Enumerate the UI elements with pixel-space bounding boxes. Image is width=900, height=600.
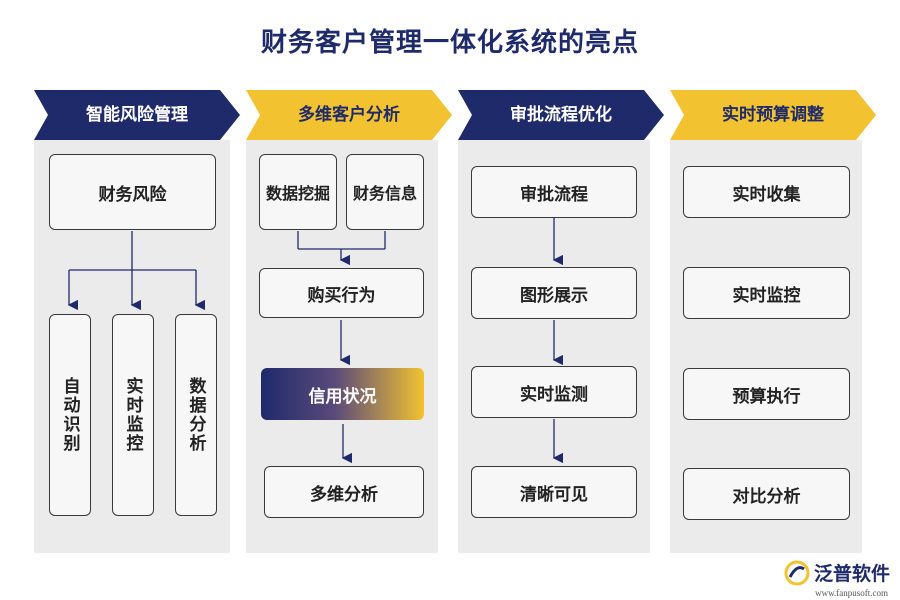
approval-step-box: 图形展示 (471, 267, 637, 319)
customer-step-box: 多维分析 (264, 466, 424, 518)
budget-step-box: 实时监控 (683, 267, 850, 319)
risk-root-box: 财务风险 (49, 154, 216, 230)
customer-input-box: 数据挖掘 (259, 154, 337, 230)
brand-logo: 泛普软件 (784, 559, 890, 586)
brand-url: www.fanpusoft.com (815, 588, 888, 598)
risk-branch-box: 数据分析 (175, 314, 217, 516)
budget-step-box: 对比分析 (683, 468, 850, 520)
risk-branch-box: 自动识别 (49, 314, 91, 516)
customer-input-box: 财务信息 (346, 154, 424, 230)
column-header-label: 智能风险管理 (86, 105, 188, 125)
budget-step-box: 预算执行 (683, 368, 850, 420)
column-header-risk: 智能风险管理 (34, 90, 240, 140)
approval-step-box: 审批流程 (471, 166, 637, 218)
customer-step-box: 购买行为 (259, 268, 424, 318)
column-header-label: 审批流程优化 (510, 105, 612, 125)
column-header-label: 实时预算调整 (722, 105, 824, 125)
budget-step-box: 实时收集 (683, 166, 850, 218)
column-header-customer: 多维客户分析 (246, 90, 452, 140)
approval-step-box: 清晰可见 (471, 466, 637, 518)
customer-step-box-highlight: 信用状况 (261, 368, 424, 420)
page-title: 财务客户管理一体化系统的亮点 (260, 28, 639, 58)
approval-step-box: 实时监测 (471, 366, 637, 418)
risk-branch-box: 实时监控 (112, 314, 154, 516)
fanpu-logo-icon (784, 560, 810, 585)
column-header-budget: 实时预算调整 (670, 90, 876, 140)
column-header-label: 多维客户分析 (298, 105, 400, 125)
column-header-approval: 审批流程优化 (458, 90, 664, 140)
brand-name: 泛普软件 (813, 563, 890, 585)
